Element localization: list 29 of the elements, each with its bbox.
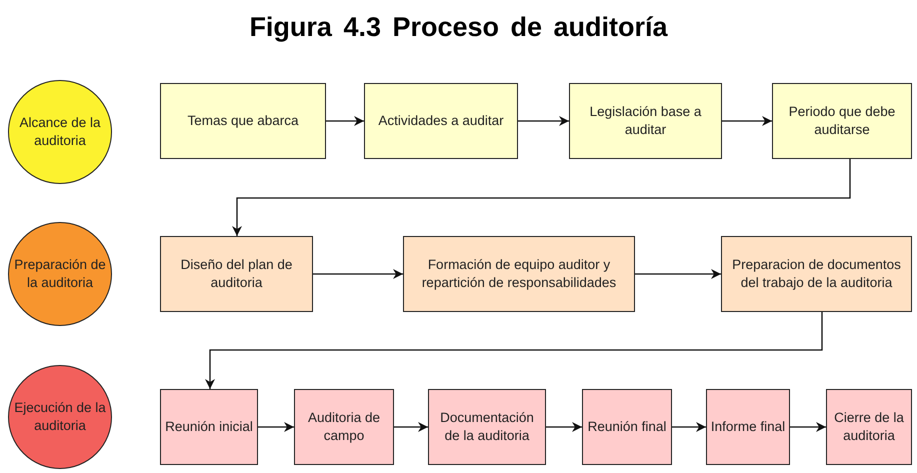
stage-circle: Alcance de la auditoria (8, 80, 112, 184)
process-box: Reunión inicial (160, 389, 258, 465)
process-box: Legislación base a auditar (569, 83, 722, 159)
process-box: Diseño del plan de auditoria (160, 236, 313, 312)
arrow (313, 269, 403, 279)
stage-circle: Preparación de la auditoria (8, 222, 112, 326)
arrow (672, 422, 706, 432)
arrow (232, 159, 851, 236)
process-box: Temas que abarca (160, 83, 326, 159)
process-box: Actividades a auditar (364, 83, 518, 159)
figure-title: Figura 4.3 Proceso de auditoría (248, 12, 669, 43)
arrow (258, 422, 294, 432)
stage-circle: Ejecución de la auditoria (8, 365, 112, 469)
arrow (394, 422, 428, 432)
arrow (722, 116, 772, 126)
arrow (790, 422, 826, 432)
process-box: Reunión final (582, 389, 672, 465)
arrow (326, 116, 364, 126)
process-box: Documentación de la auditoria (428, 389, 546, 465)
arrow (518, 116, 569, 126)
arrow (546, 422, 582, 432)
process-box: Auditoria de campo (294, 389, 394, 465)
arrow (205, 312, 823, 389)
process-box: Preparacion de documentos del trabajo de la auditoria (721, 236, 912, 312)
process-box: Informe final (706, 389, 790, 465)
process-box: Cierre de la auditoria (826, 389, 912, 465)
arrow (635, 269, 721, 279)
process-box: Periodo que debe auditarse (772, 83, 912, 159)
process-box: Formación de equipo auditor y repartición de responsabilidades (403, 236, 635, 312)
